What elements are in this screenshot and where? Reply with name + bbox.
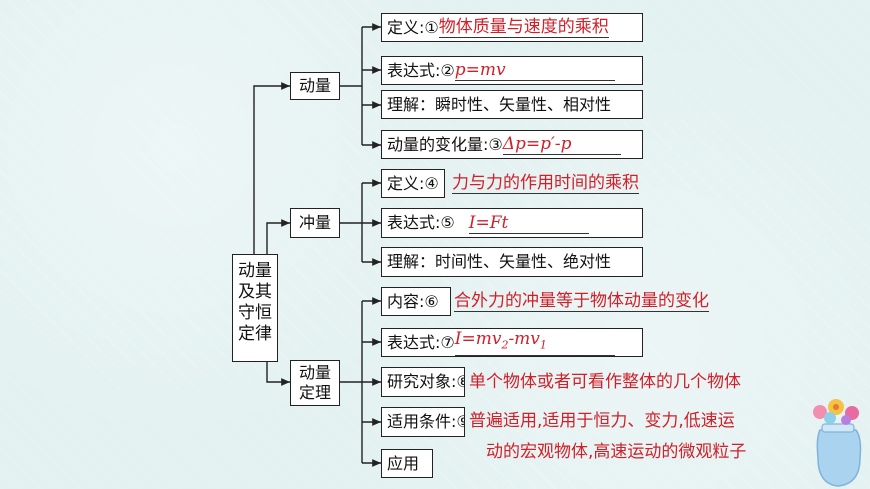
answer-text: p=mv	[454, 60, 615, 81]
root-line: 定律	[238, 324, 272, 344]
item-prefix: 表达式:⑦	[387, 332, 455, 352]
category-theorem: 动量 定理	[290, 360, 340, 406]
impulse-expression: 表达式:⑤ I=Ft	[381, 208, 643, 238]
root-line: 守恒	[238, 303, 272, 323]
item-prefix: 研究对象:⑧	[387, 372, 465, 391]
item-prefix: 理解：时间性、矢量性、绝对性	[387, 252, 612, 271]
answer-text: I=mv2-mv1	[454, 328, 615, 356]
category-momentum: 动量	[290, 72, 340, 100]
theorem-content-answer: 合外力的冲量等于物体动量的变化	[454, 291, 709, 312]
momentum-understanding: 理解：瞬时性、矢量性、相对性	[381, 90, 643, 119]
flower-jar-illustration	[813, 399, 862, 487]
impulse-definition: 定义:④	[381, 169, 445, 198]
item-prefix: 应用	[387, 453, 420, 473]
root-node: 动量 及其 守恒 定律	[232, 254, 278, 362]
answer-text: 物体质量与速度的乘积	[438, 17, 609, 38]
momentum-expression: 表达式:② p=mv	[381, 56, 643, 85]
theorem-conditions-answer-line2: 动的宏观物体,高速运动的微观粒子	[486, 442, 747, 462]
subscript: 1	[539, 338, 547, 352]
momentum-definition: 定义:① 物体质量与速度的乘积	[381, 13, 643, 42]
theorem-research-object-answer: 单个物体或者可看作整体的几个物体	[469, 372, 741, 392]
item-prefix: 定义:①	[387, 17, 439, 37]
theorem-content: 内容:⑥	[381, 287, 451, 316]
item-prefix: 定义:④	[387, 173, 439, 193]
category-label: 动量	[298, 76, 331, 95]
arrow-root-impulse	[266, 219, 290, 254]
impulse-definition-answer: 力与力的作用时间的乘积	[452, 173, 639, 194]
root-line: 动量	[238, 261, 272, 281]
theorem-research-object: 研究对象:⑧	[381, 367, 465, 397]
category-impulse: 冲量	[290, 208, 340, 238]
theorem-conditions-answer: 普遍适用,适用于恒力、变力,低速运	[469, 411, 735, 431]
item-prefix: 表达式:②	[387, 60, 455, 80]
arrow-root-theorem	[266, 362, 290, 386]
item-prefix: 内容:⑥	[387, 291, 439, 311]
arrow-root-momentum	[253, 82, 290, 254]
momentum-change: 动量的变化量:③ Δp=p′-p	[381, 130, 643, 159]
item-prefix: 理解：瞬时性、矢量性、相对性	[387, 94, 612, 114]
answer-text: Δp=p′-p	[502, 134, 621, 155]
answer-text: I=Ft	[468, 213, 589, 234]
root-line: 及其	[238, 282, 272, 302]
answer-part: -mv	[508, 328, 540, 349]
theorem-expression: 表达式:⑦ I=mv2-mv1	[381, 328, 643, 357]
answer-part: I=mv	[454, 328, 502, 349]
item-prefix: 适用条件:⑨	[387, 412, 465, 431]
theorem-application: 应用	[381, 449, 433, 478]
impulse-understanding: 理解：时间性、矢量性、绝对性	[381, 247, 643, 277]
subscript: 2	[501, 338, 509, 352]
item-prefix: 动量的变化量:③	[387, 134, 503, 154]
theorem-conditions: 适用条件:⑨	[381, 407, 465, 437]
item-prefix: 表达式:⑤	[387, 213, 455, 232]
category-label: 冲量	[298, 213, 331, 232]
category-label: 定理	[298, 383, 331, 402]
category-label: 动量	[298, 363, 331, 382]
